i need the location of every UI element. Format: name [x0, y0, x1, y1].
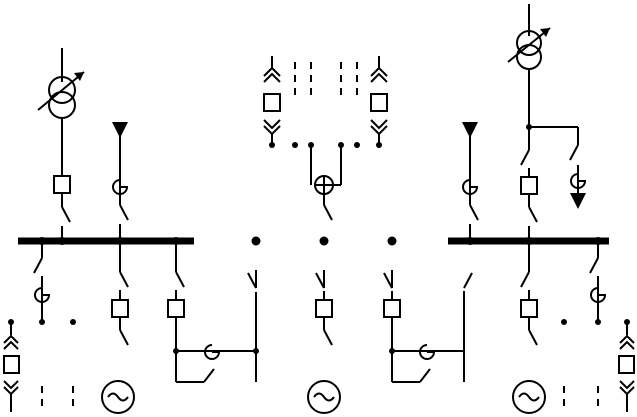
withdrawable-unit-left-edge	[3, 319, 20, 412]
bay-center-right	[383, 270, 464, 383]
withdrawable-unit-right-edge	[618, 319, 635, 412]
current-transformer-bay-right-2	[590, 287, 607, 303]
bus-coupler-center	[308, 142, 344, 221]
transformer-right-feeder	[507, 4, 587, 241]
withdrawable-unit-center-right	[370, 56, 388, 148]
transformer-left-feeder	[37, 48, 85, 241]
transformer-right-lower-winding	[516, 44, 542, 70]
bay-left-3	[167, 241, 256, 383]
outgoing-feeder-left	[112, 122, 129, 241]
generator-right-feeder	[463, 272, 473, 382]
bay-left-1	[33, 241, 76, 325]
current-transformer-bay-center-right	[419, 344, 436, 360]
bus-section-center	[251, 236, 397, 246]
bay-right-1	[512, 241, 546, 414]
current-transformer-left-top	[112, 179, 129, 195]
breaker-center-right	[370, 93, 388, 112]
generator-left	[101, 270, 259, 414]
transformer-left-regulation-arrow	[37, 71, 85, 111]
breaker-center-left	[263, 93, 281, 112]
breaker-left-transformer	[53, 175, 71, 194]
withdrawable-unit-center-left	[263, 56, 281, 148]
generator-center-symbol	[307, 380, 341, 414]
current-transformer-right-feeder	[462, 179, 479, 195]
current-transformer-bay-left-3	[204, 344, 221, 360]
transformer-left-upper-winding	[48, 76, 76, 104]
breaker-right-transformer	[520, 176, 538, 195]
outgoing-feeder-right	[462, 122, 479, 241]
breaker-bay-center-right	[383, 299, 401, 318]
breaker-right-edge	[618, 355, 635, 374]
breaker-left-edge	[3, 355, 20, 374]
ac-wave-icon	[518, 392, 540, 402]
transformer-right-regulation-arrow	[507, 27, 551, 63]
transformer-right-upper-winding	[516, 30, 542, 56]
bay-right-2	[561, 241, 607, 325]
current-transformer-bay-left-1	[34, 287, 51, 303]
disconnector-left-transformer	[61, 206, 71, 223]
breaker-bay-center	[315, 299, 333, 318]
ac-wave-icon	[107, 392, 129, 402]
ac-wave-icon	[313, 392, 335, 402]
breaker-bay-left-3	[167, 299, 185, 318]
bay-left-2	[111, 241, 129, 346]
current-transformer-right-top	[570, 173, 587, 189]
bay-center	[307, 270, 341, 414]
generator-right-symbol	[512, 380, 546, 414]
transformer-left-lower-winding	[48, 91, 76, 119]
generator-left-symbol	[101, 380, 135, 414]
breaker-bay-left-2	[111, 299, 129, 318]
breaker-bay-right-1	[520, 299, 538, 318]
